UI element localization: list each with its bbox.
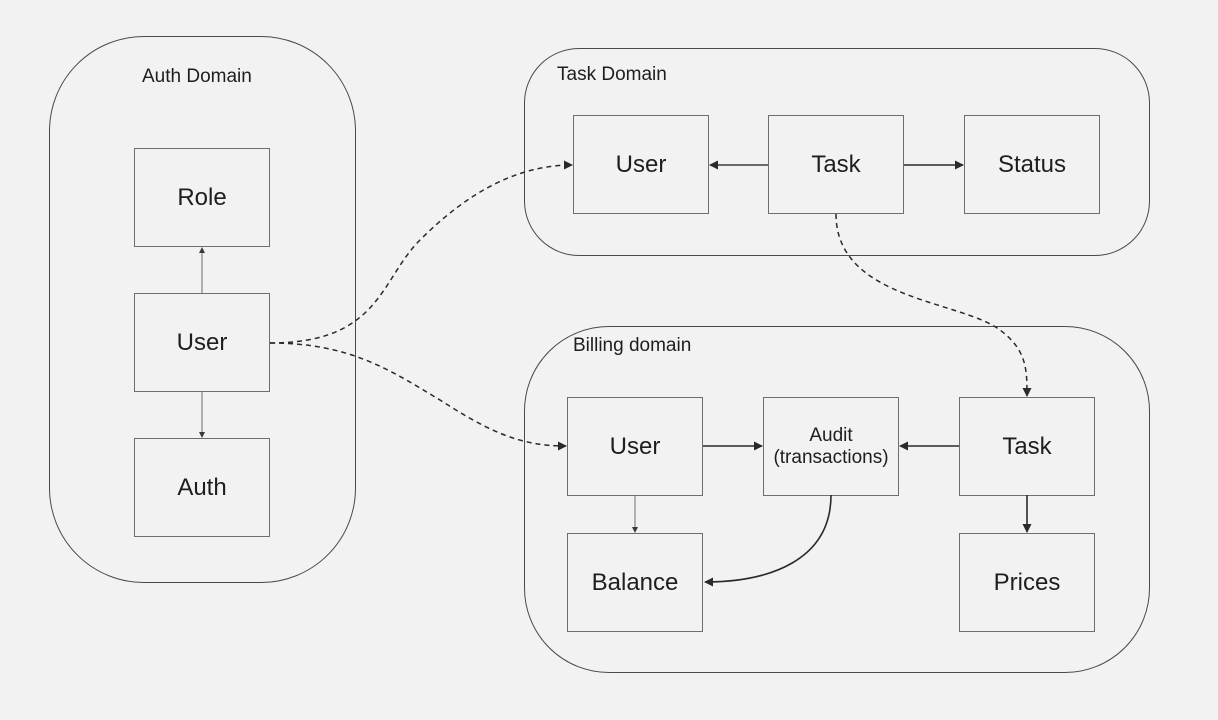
- task-user-label: User: [615, 150, 667, 178]
- task-task-label: Task: [811, 150, 861, 178]
- auth-auth-label: Auth: [177, 473, 227, 501]
- task-task-node[interactable]: Task: [768, 115, 904, 214]
- auth-user-node[interactable]: User: [134, 293, 270, 392]
- billing-domain-title: Billing domain: [573, 335, 692, 356]
- task-status-node[interactable]: Status: [964, 115, 1100, 214]
- task-domain-title: Task Domain: [557, 64, 667, 85]
- billing-audit-label-line1: Audit: [809, 424, 853, 446]
- auth-role-node[interactable]: Role: [134, 148, 270, 247]
- billing-balance-node[interactable]: Balance: [567, 533, 703, 632]
- task-user-node[interactable]: User: [573, 115, 709, 214]
- auth-domain-title: Auth Domain: [142, 66, 252, 87]
- billing-user-label: User: [609, 432, 661, 460]
- billing-audit-node[interactable]: Audit (transactions): [763, 397, 899, 496]
- billing-prices-node[interactable]: Prices: [959, 533, 1095, 632]
- billing-user-node[interactable]: User: [567, 397, 703, 496]
- billing-prices-label: Prices: [993, 568, 1061, 596]
- auth-auth-node[interactable]: Auth: [134, 438, 270, 537]
- billing-balance-label: Balance: [591, 568, 679, 596]
- task-status-label: Status: [997, 150, 1067, 178]
- auth-user-label: User: [176, 328, 228, 356]
- auth-role-label: Role: [177, 183, 227, 211]
- billing-task-label: Task: [1002, 432, 1052, 460]
- billing-audit-label-line2: (transactions): [773, 446, 889, 468]
- billing-task-node[interactable]: Task: [959, 397, 1095, 496]
